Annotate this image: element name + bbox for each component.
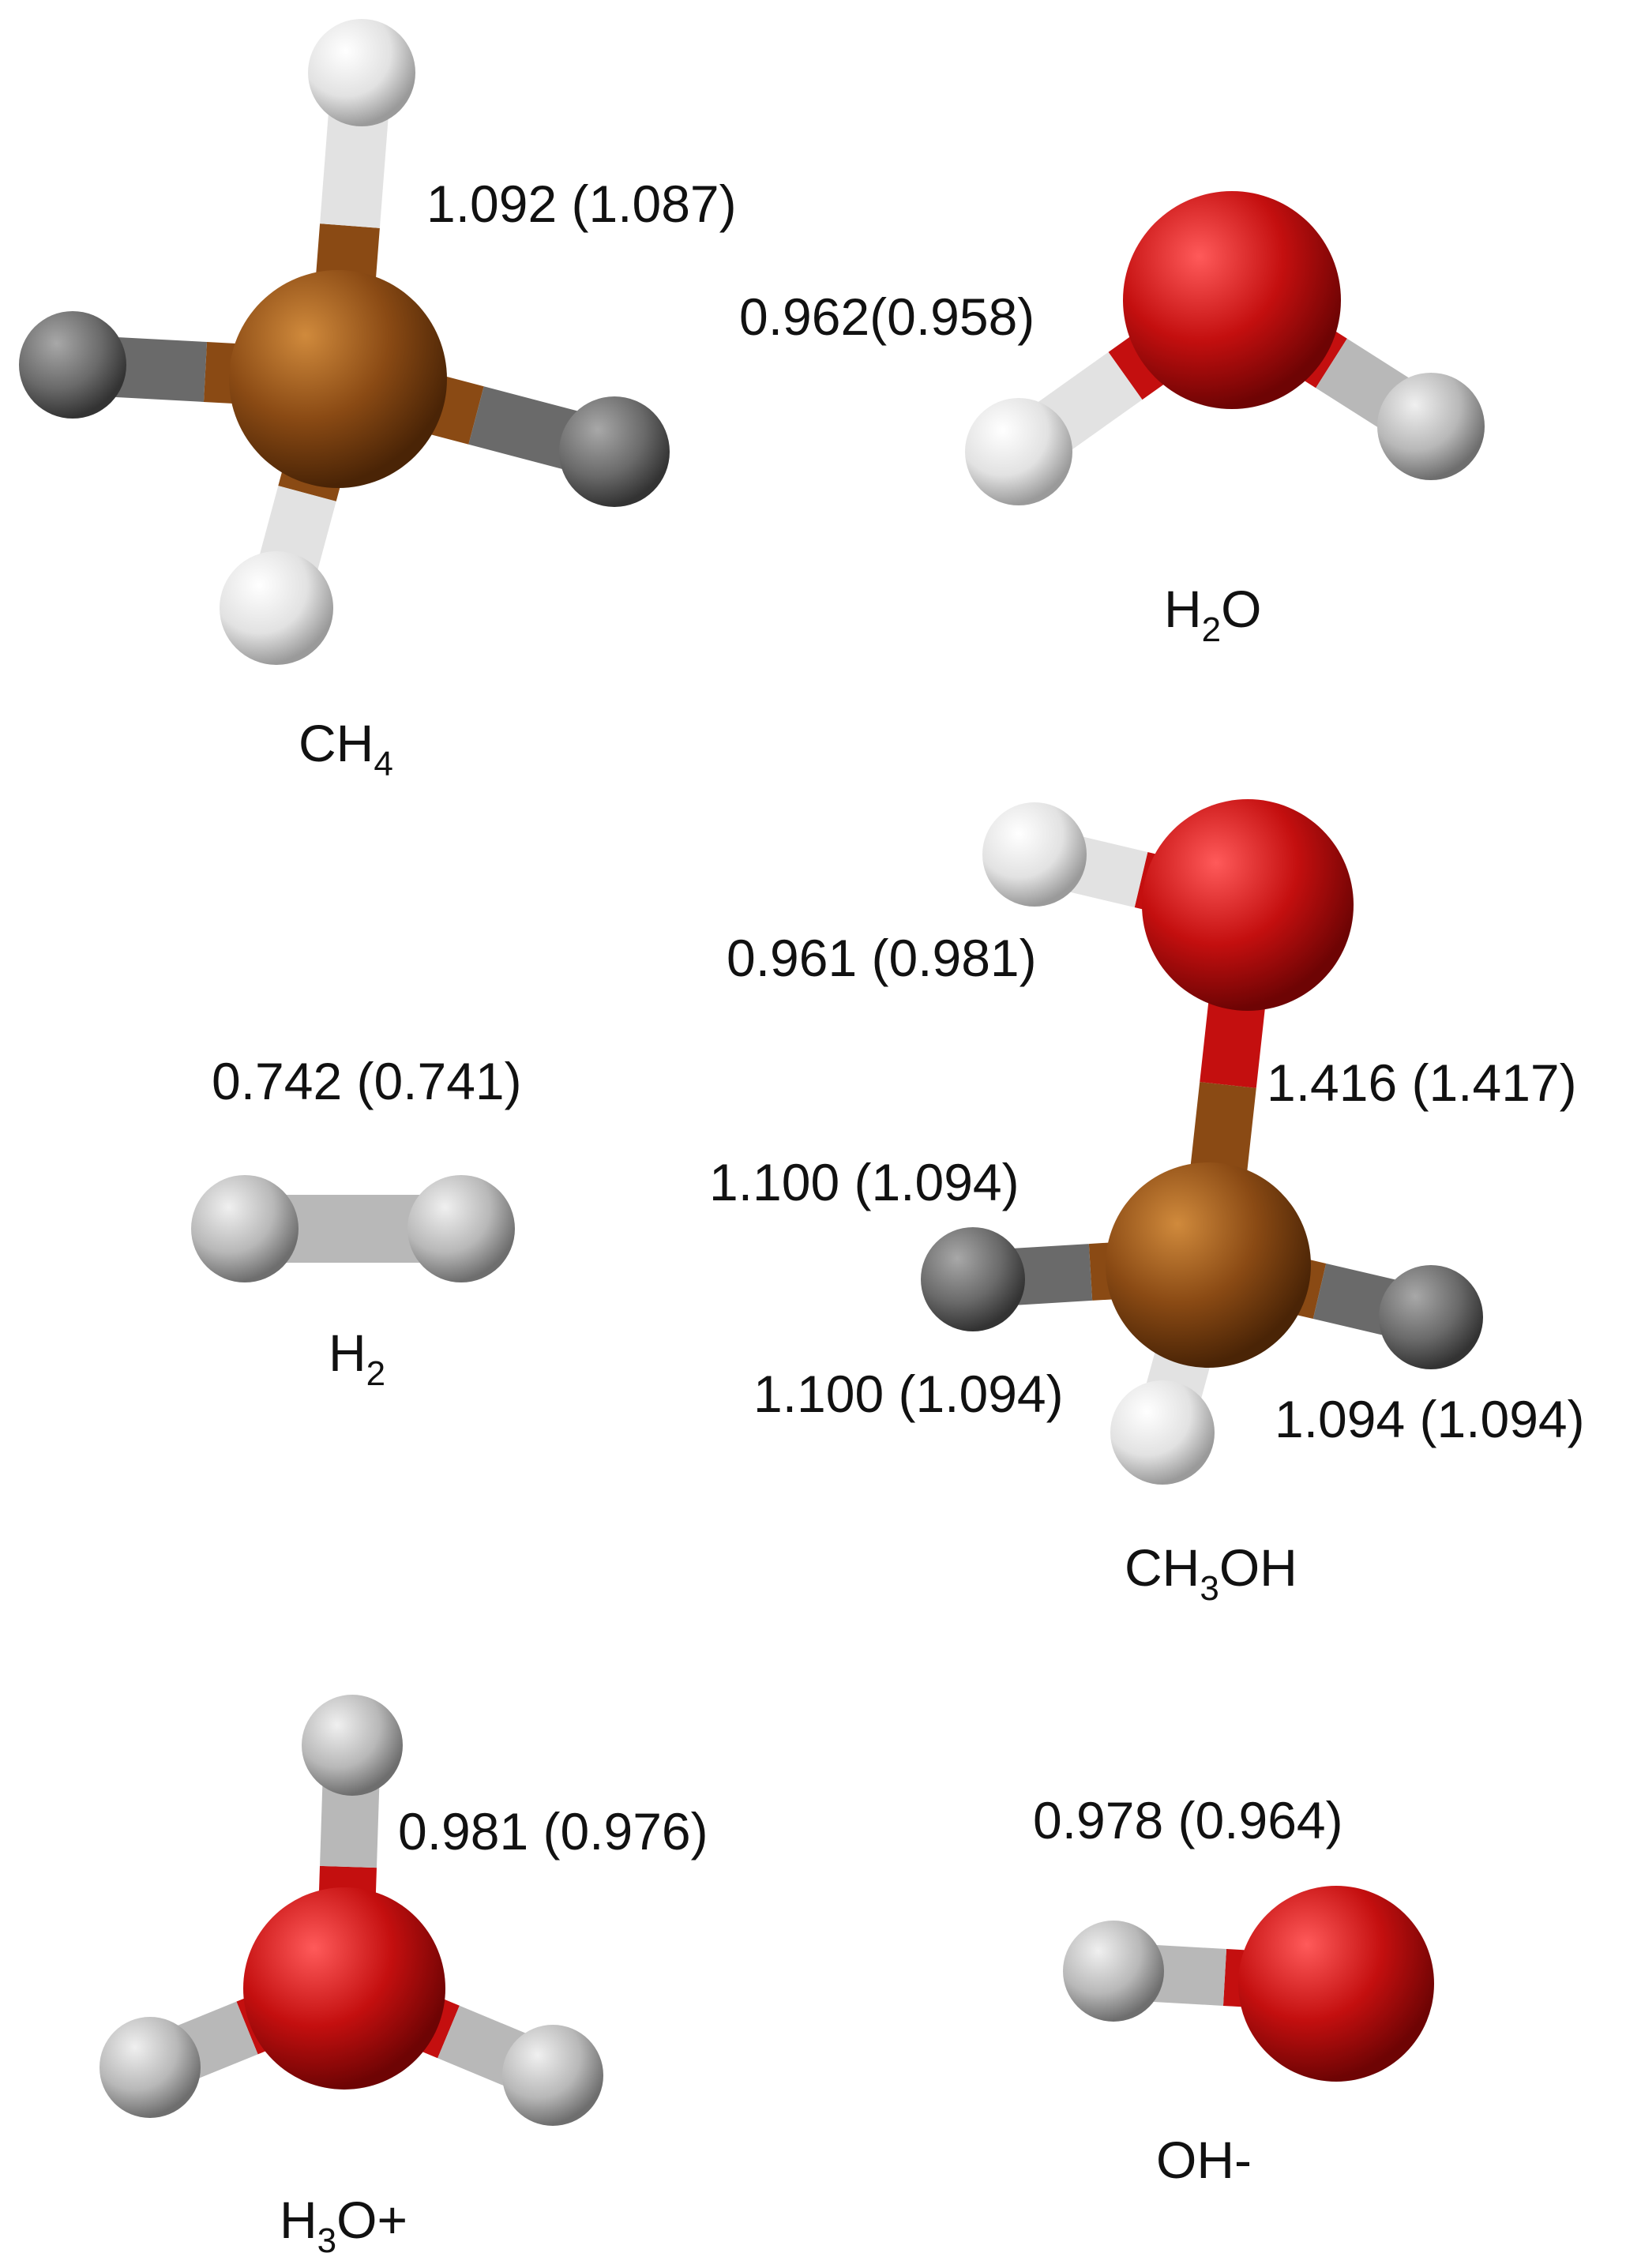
ch4-hydrogen-atom-4 <box>220 551 333 665</box>
ch3oh-name-main: CH <box>1125 1538 1200 1597</box>
ch4-bond-label: 1.092 (1.087) <box>426 175 737 233</box>
h2o-hydrogen-atom-2 <box>1377 373 1485 480</box>
ch3oh-ch-bond-label-1: 1.100 (1.094) <box>709 1153 1020 1211</box>
h3o-oxygen-atom-0 <box>243 1887 445 2090</box>
h3o-name: H3O+ <box>280 2191 408 2259</box>
h3o-name-main: H <box>280 2191 317 2249</box>
ch3oh-hydrogen-atom-4 <box>1379 1265 1483 1369</box>
h2-bond-label: 0.742 (0.741) <box>212 1052 522 1110</box>
oh-hydrogen-atom-1 <box>1063 1921 1164 2022</box>
ch3oh-name-post: OH <box>1219 1538 1297 1597</box>
h2o-bond-label: 0.962(0.958) <box>739 287 1035 346</box>
h3o-hydrogen-atom-3 <box>502 2025 603 2126</box>
ch3oh-co-bond-label: 1.416 (1.417) <box>1267 1053 1577 1112</box>
ch3oh-oh-bond-label: 0.961 (0.981) <box>727 929 1037 987</box>
oh-name: OH- <box>1156 2134 1252 2186</box>
h2o-name-main: H <box>1164 580 1202 638</box>
ch3oh-hydrogen-atom-3 <box>921 1227 1025 1331</box>
ch3oh-carbon-atom-2 <box>1106 1162 1311 1368</box>
h2o-name-post: O <box>1221 580 1262 638</box>
h2-name-sub: 2 <box>366 1354 386 1393</box>
h3o-hydrogen-atom-2 <box>100 2017 201 2118</box>
ch4-hydrogen-atom-3 <box>559 396 670 507</box>
h2-hydrogen-atom-0 <box>191 1175 299 1282</box>
ch4-carbon-atom-0 <box>229 270 447 488</box>
oh-name-main: OH- <box>1156 2131 1252 2189</box>
h2-hydrogen-atom-1 <box>407 1175 515 1282</box>
ch3oh-oxygen-atom-0 <box>1142 799 1354 1011</box>
ch3oh-name: CH3OH <box>1125 1538 1297 1606</box>
h2o-name-sub: 2 <box>1201 610 1222 649</box>
ch4-hydrogen-atom-2 <box>19 311 126 419</box>
ch3oh-hydrogen-atom-1 <box>982 802 1087 907</box>
ch4-name-main: CH <box>299 714 374 772</box>
h2o-oxygen-atom-0 <box>1123 191 1341 409</box>
h3o-bond-label: 0.981 (0.976) <box>398 1802 708 1861</box>
h2-name-main: H <box>329 1324 366 1382</box>
oh-oxygen-atom-0 <box>1238 1886 1434 2082</box>
ch3oh-name-sub: 3 <box>1200 1569 1219 1608</box>
ch4-hydrogen-atom-1 <box>308 19 415 126</box>
h3o-name-post: O+ <box>336 2191 408 2249</box>
ch3oh-ch-bond-label-3: 1.094 (1.094) <box>1275 1390 1585 1448</box>
ch3oh-hydrogen-atom-5 <box>1110 1380 1215 1485</box>
h2o-hydrogen-atom-1 <box>965 398 1072 505</box>
h3o-hydrogen-atom-1 <box>302 1695 403 1796</box>
h2o-name: H2O <box>1164 580 1262 648</box>
h3o-name-sub: 3 <box>317 2221 337 2260</box>
ch4-name: CH4 <box>299 714 393 782</box>
oh-bond-label: 0.978 (0.964) <box>1033 1791 1343 1849</box>
ch4-name-sub: 4 <box>374 745 393 783</box>
h2-name: H2 <box>329 1324 385 1391</box>
ch3oh-ch-bond-label-2: 1.100 (1.094) <box>753 1365 1064 1423</box>
